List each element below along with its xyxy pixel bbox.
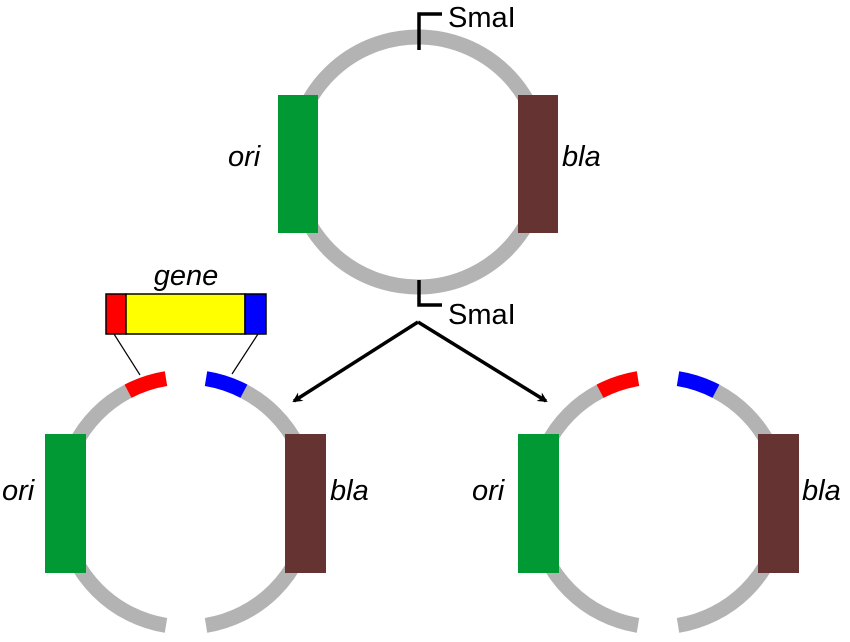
left-ori-block xyxy=(45,434,86,573)
smai-top-label: SmaI xyxy=(448,2,516,34)
top-ori-block xyxy=(278,95,318,233)
left-bla-block xyxy=(285,434,326,573)
gene-right-end xyxy=(244,293,267,335)
top-ori-label: ori xyxy=(228,141,262,173)
smai-top-cut-marker xyxy=(417,12,442,50)
right-plasmid-red-end xyxy=(596,371,640,399)
left-plasmid-red-end xyxy=(124,371,168,399)
top-plasmid-backbone xyxy=(285,29,551,295)
right-bla-block xyxy=(758,434,799,573)
right-ori-block xyxy=(518,434,559,573)
right-plasmid-blue-end xyxy=(676,371,720,399)
top-bla-label: bla xyxy=(562,141,601,173)
gene-right-connector xyxy=(231,333,259,375)
gene-label: gene xyxy=(154,260,219,292)
right-bla-label: bla xyxy=(802,475,841,507)
left-plasmid-blue-end xyxy=(204,371,248,399)
smai-bottom-label: SmaI xyxy=(448,299,516,331)
arrow-to-left-plasmid xyxy=(292,320,419,403)
gene-left-connector xyxy=(113,333,141,376)
arrow-to-right-plasmid xyxy=(417,320,548,403)
right-ori-label: ori xyxy=(472,475,506,507)
left-bla-label: bla xyxy=(330,475,369,507)
gene-body xyxy=(125,293,246,335)
smai-bottom-cut-marker xyxy=(417,280,442,307)
left-ori-label: ori xyxy=(2,475,36,507)
gene-insert-box xyxy=(105,293,267,335)
top-bla-block xyxy=(518,95,558,233)
gene-left-end xyxy=(105,293,127,335)
